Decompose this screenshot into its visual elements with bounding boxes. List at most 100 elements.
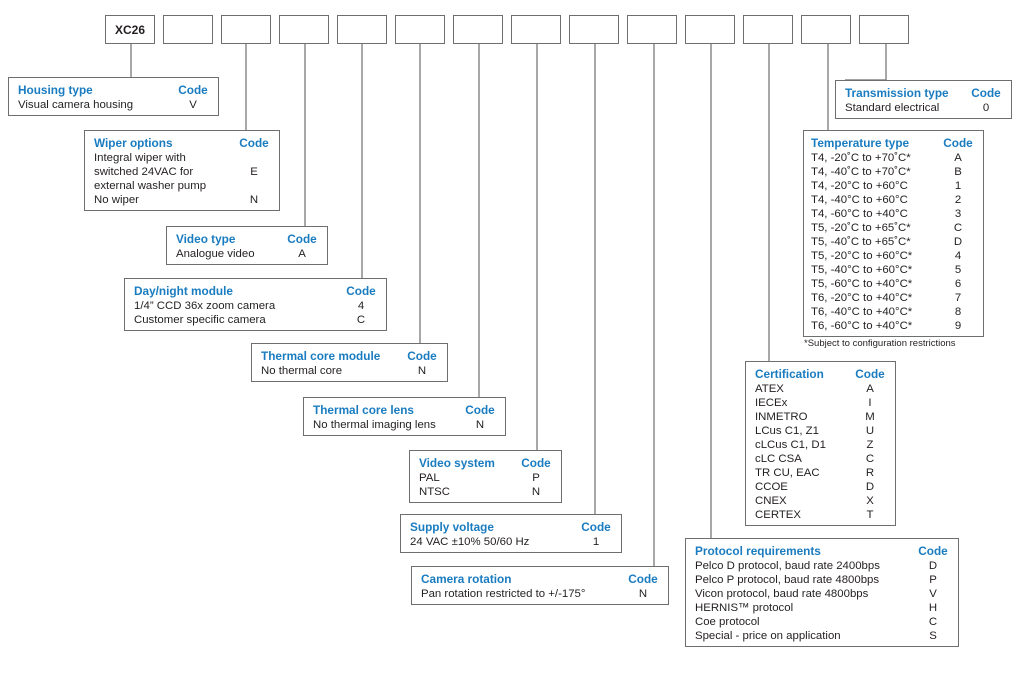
- table-row: external washer pump: [94, 179, 272, 193]
- code-box-supply-voltage[interactable]: [569, 15, 619, 44]
- code-box-transmission[interactable]: [859, 15, 909, 44]
- option-label: T4, -20°C to +60°C: [811, 180, 908, 192]
- option-code: 0: [982, 102, 990, 114]
- table-row: T5, -20˚C to +65˚C*C: [811, 221, 976, 235]
- table-title: Video system: [419, 456, 495, 470]
- code-box-wiper[interactable]: [221, 15, 271, 44]
- option-code: 4: [357, 300, 365, 312]
- table-row: T5, -60°C to +40°C*6: [811, 277, 976, 291]
- option-code: V: [929, 588, 937, 600]
- code-box-temperature[interactable]: [801, 15, 851, 44]
- option-code: S: [929, 630, 937, 642]
- option-label: Special - price on application: [695, 630, 841, 642]
- option-code: B: [954, 166, 962, 178]
- option-label: Vicon protocol, baud rate 4800bps: [695, 588, 869, 600]
- code-box-thermal-lens[interactable]: [453, 15, 503, 44]
- code-box-camera-rotation[interactable]: [627, 15, 677, 44]
- option-code: H: [928, 602, 938, 614]
- option-label: 1/4” CCD 36x zoom camera: [134, 300, 276, 312]
- option-code: 9: [954, 320, 962, 332]
- option-code: N: [475, 419, 485, 431]
- code-heading: Code: [239, 136, 269, 150]
- option-label: CCOE: [755, 481, 788, 493]
- code-box-video-type[interactable]: [279, 15, 329, 44]
- option-code: [236, 179, 272, 193]
- table-row: T6, -20°C to +40°C*7: [811, 291, 976, 305]
- option-label: TR CU, EAC: [755, 467, 820, 479]
- option-label: T4, -60°C to +40°C: [811, 208, 908, 220]
- code-box-day-night[interactable]: [337, 15, 387, 44]
- option-code: [236, 151, 272, 165]
- table-header: Video system Code: [419, 456, 554, 470]
- code-heading: Code: [628, 572, 658, 586]
- table-row: T5, -40°C to +60°C*5: [811, 263, 976, 277]
- option-code: 3: [954, 208, 962, 220]
- code-box-housing[interactable]: [163, 15, 213, 44]
- option-label: cLC CSA: [755, 453, 802, 465]
- table-row: T4, -40˚C to +70˚C* B: [811, 165, 976, 179]
- option-label: T4, -20˚C to +70˚C*: [811, 152, 911, 164]
- option-label: No thermal imaging lens: [313, 419, 436, 431]
- code-box-certification[interactable]: [743, 15, 793, 44]
- option-label: Coe protocol: [695, 616, 760, 628]
- code-box-video-system[interactable]: [511, 15, 561, 44]
- option-code: 4: [954, 250, 962, 262]
- option-code: X: [866, 495, 874, 507]
- option-label: T5, -60°C to +40°C*: [811, 278, 913, 290]
- table-row: T4, -60°C to +40°C 3: [811, 207, 976, 221]
- option-code: 2: [954, 194, 962, 206]
- option-label: T4, -40˚C to +70˚C*: [811, 166, 911, 178]
- code-heading: Code: [521, 456, 551, 470]
- code-box-thermal-module[interactable]: [395, 15, 445, 44]
- option-label: T5, -20°C to +60°C*: [811, 250, 913, 262]
- table-title: Protocol requirements: [695, 544, 821, 558]
- table-row: Pan rotation restricted to +/-175°N: [421, 587, 661, 601]
- option-label: Integral wiper with: [94, 152, 186, 164]
- option-code: 5: [954, 264, 962, 276]
- option-label: IECEx: [755, 397, 788, 409]
- table-row: T6, -40°C to +40°C* 8: [811, 305, 976, 319]
- option-label: T6, -40°C to +40°C*: [811, 306, 913, 318]
- option-code: M: [865, 411, 875, 423]
- option-code: E: [250, 166, 258, 178]
- option-label: Analogue video: [176, 248, 255, 260]
- table-title: Video type: [176, 232, 236, 246]
- table-title: Supply voltage: [410, 520, 494, 534]
- code-box-model: XC26: [105, 15, 155, 44]
- option-code: 8: [954, 306, 962, 318]
- code-heading: Code: [407, 349, 437, 363]
- table-row: T6, -60°C to +40°C*9: [811, 319, 976, 333]
- option-label: CNEX: [755, 495, 787, 507]
- code-box-protocol[interactable]: [685, 15, 735, 44]
- option-code: T: [866, 509, 874, 521]
- table-title: Certification: [755, 367, 824, 381]
- option-label: HERNIS™ protocol: [695, 602, 794, 614]
- option-label: T5, -20˚C to +65˚C*: [811, 222, 911, 234]
- code-heading: Code: [918, 544, 948, 558]
- option-label: Pelco D protocol, baud rate 2400bps: [695, 560, 880, 572]
